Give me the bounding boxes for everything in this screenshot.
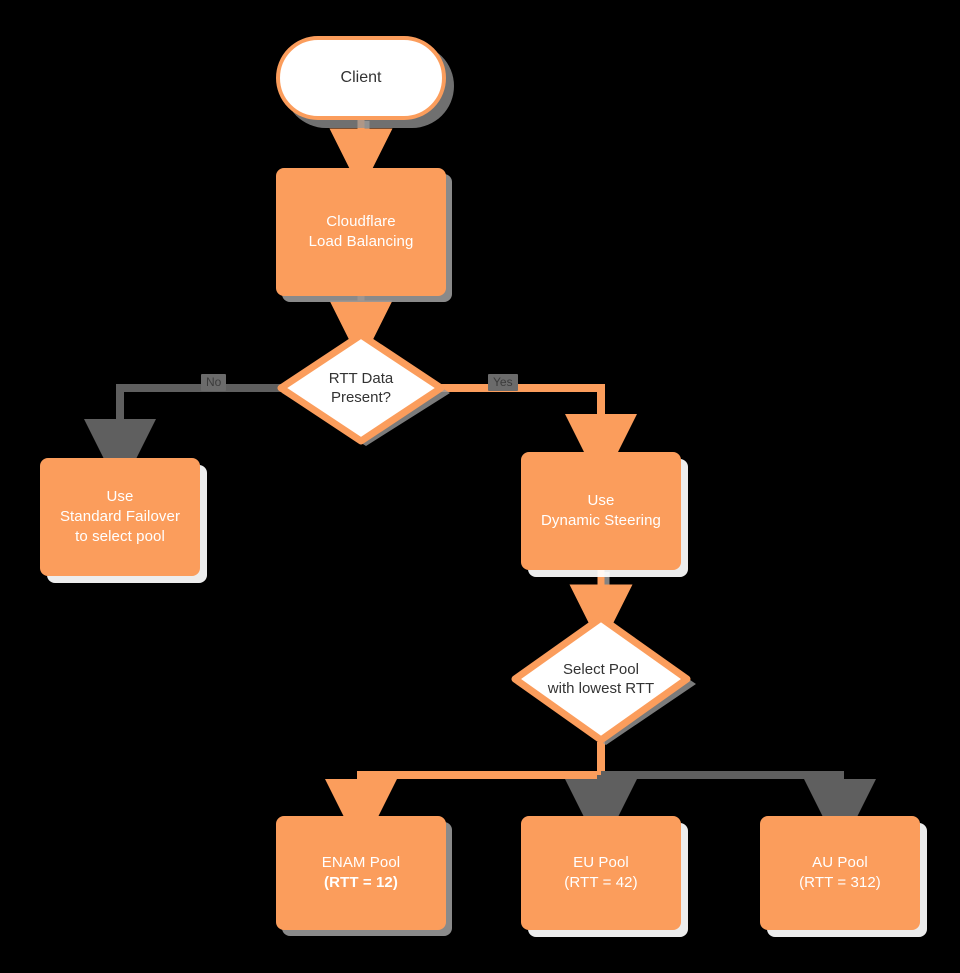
decision-select-shape <box>511 614 696 745</box>
edge-decision-to-failover <box>84 384 282 491</box>
node-standard-failover-line2: Standard Failover <box>59 508 181 526</box>
edge-select-to-enam <box>325 742 605 851</box>
edge-label-no: No <box>201 374 227 392</box>
node-dynamic-steering-line2: Dynamic Steering <box>541 512 661 529</box>
node-standard-failover-line1: Use <box>106 488 134 506</box>
node-eu-pool[interactable]: EU Pool (RTT = 42) <box>521 816 681 930</box>
node-enam-pool-rtt: (RTT = 12) <box>324 874 398 891</box>
node-eu-pool-line1: EU Pool <box>573 854 629 872</box>
node-eu-pool-rtt: (RTT = 42) <box>564 874 638 891</box>
node-load-balancing-line2: Load Balancing <box>308 233 414 250</box>
node-rtt-decision[interactable]: RTT Data Present? <box>281 335 441 441</box>
decision-rtt-shape <box>277 331 450 446</box>
node-standard-failover[interactable]: Use Standard Failover to select pool <box>40 458 200 576</box>
edge-decision-to-dynamic <box>440 384 637 486</box>
node-au-pool-rtt: (RTT = 312) <box>799 874 881 891</box>
node-standard-failover-line3: to select pool <box>75 527 165 545</box>
node-au-pool[interactable]: AU Pool (RTT = 312) <box>760 816 920 930</box>
node-rtt-decision-line2: Present? <box>330 389 392 406</box>
node-dynamic-steering[interactable]: Use Dynamic Steering <box>521 452 681 570</box>
node-select-pool-line1: Select Pool <box>563 660 639 678</box>
node-select-pool[interactable]: Select Pool with lowest RTT <box>515 618 687 740</box>
node-client-label: Client <box>340 69 382 87</box>
edge-label-yes: Yes <box>488 374 518 392</box>
node-rtt-decision-line1: RTT Data <box>328 369 394 387</box>
node-enam-pool-line1: ENAM Pool <box>321 854 401 872</box>
node-enam-pool[interactable]: ENAM Pool (RTT = 12) <box>276 816 446 930</box>
node-client[interactable]: Client <box>276 36 446 120</box>
node-select-pool-line2: with lowest RTT <box>547 680 655 697</box>
edge-select-to-au <box>601 771 876 851</box>
node-au-pool-line1: AU Pool <box>812 854 868 872</box>
node-load-balancing[interactable]: Cloudflare Load Balancing <box>276 168 446 296</box>
node-load-balancing-line1: Cloudflare <box>326 213 396 231</box>
node-dynamic-steering-line1: Use <box>587 492 615 510</box>
